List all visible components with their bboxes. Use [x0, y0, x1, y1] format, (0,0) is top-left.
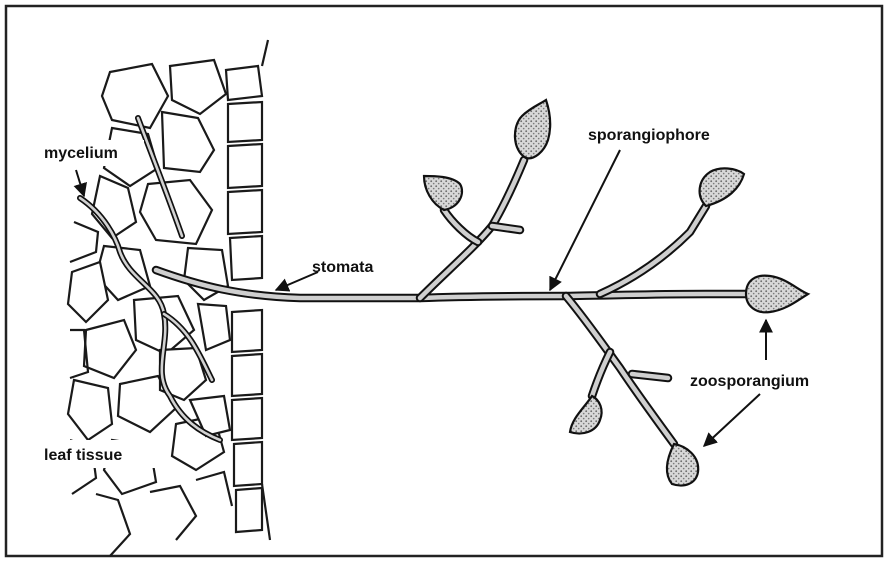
zoosporangium-upper-right	[700, 168, 744, 206]
label-mycelium: mycelium	[44, 145, 118, 162]
label-leaf-tissue: leaf tissue	[44, 447, 122, 464]
label-zoosporangium: zoosporangium	[690, 373, 809, 390]
zoosporangium-top	[515, 100, 550, 158]
sporangiophore-arrow	[550, 150, 620, 290]
label-stomata: stomata	[312, 259, 373, 276]
zoosporangium-bottom	[667, 444, 698, 486]
zoosporangium-upper-left	[424, 176, 462, 210]
leaf-tissue	[68, 40, 270, 556]
mycelium-arrow	[76, 170, 84, 196]
mesophyll-cells	[68, 60, 230, 494]
zoosporangium-lower-left	[570, 396, 602, 434]
zoosporangium-arrow-down	[704, 394, 760, 446]
label-sporangiophore: sporangiophore	[588, 127, 710, 144]
zoosporangium-right	[746, 276, 808, 313]
